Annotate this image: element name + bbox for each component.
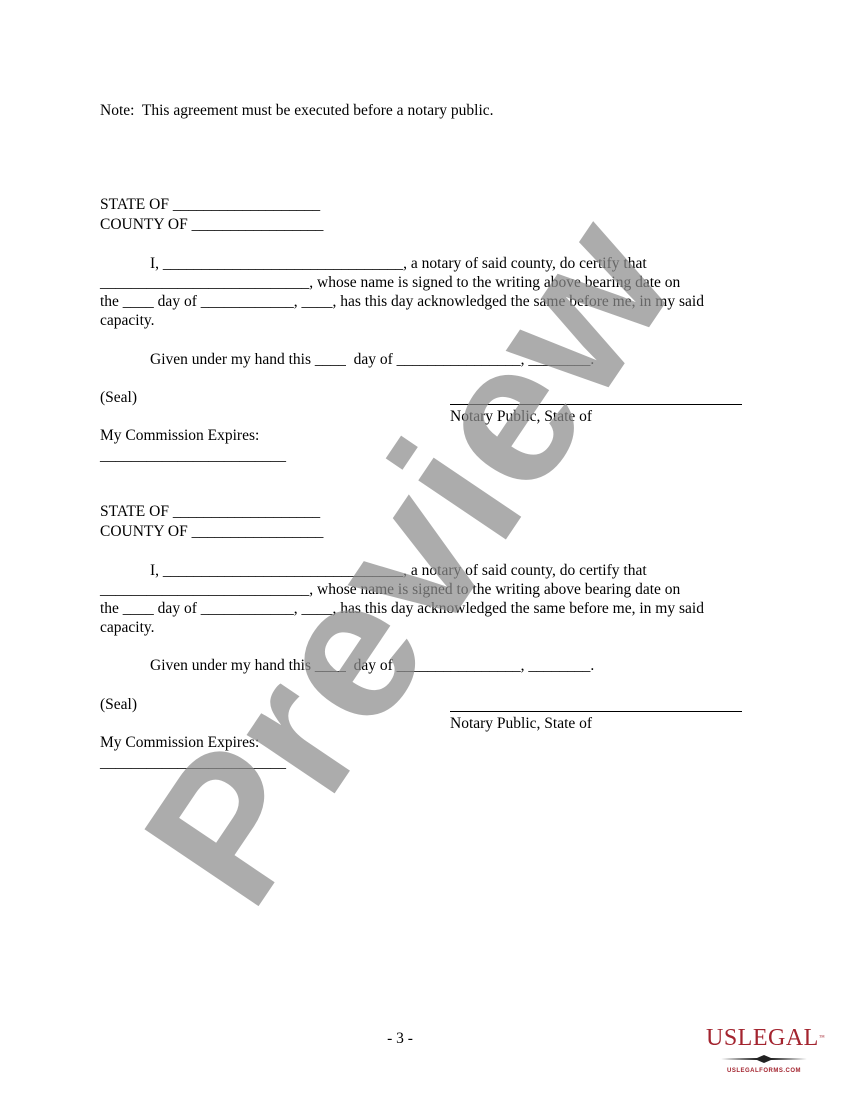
given-line: Given under my hand this ____ day of ___… xyxy=(150,657,595,674)
logo-tm: ™ xyxy=(818,1035,826,1041)
commission-label: My Commission Expires: xyxy=(100,427,260,444)
signature-line xyxy=(450,404,742,405)
commission-label: My Commission Expires: xyxy=(100,734,260,751)
certify-line-3: the ____ day of ____________, ____, has … xyxy=(100,293,704,310)
signature-line xyxy=(450,711,742,712)
state-field: STATE OF ___________________ xyxy=(100,503,321,520)
certify-line-4: capacity. xyxy=(100,619,155,636)
commission-blank: ________________________ xyxy=(100,447,286,464)
county-field: COUNTY OF _________________ xyxy=(100,216,324,233)
county-field: COUNTY OF _________________ xyxy=(100,523,324,540)
certify-line-4: capacity. xyxy=(100,312,155,329)
certify-line-1: I, _______________________________, a no… xyxy=(150,255,647,272)
commission-blank: ________________________ xyxy=(100,754,286,771)
logo-url: USLEGALFORMS.COM xyxy=(727,1068,801,1074)
seal-label: (Seal) xyxy=(100,389,138,406)
seal-label: (Seal) xyxy=(100,696,138,713)
certify-line-2: ___________________________, whose name … xyxy=(100,274,681,291)
certify-line-1: I, _______________________________, a no… xyxy=(150,562,647,579)
certify-line-3: the ____ day of ____________, ____, has … xyxy=(100,600,704,617)
page-number: - 3 - xyxy=(387,1030,413,1047)
notary-label: Notary Public, State of xyxy=(450,408,593,425)
uslegal-logo: USLEGAL™ USLEGALFORMS.COM xyxy=(706,1025,826,1074)
logo-brand: USLEGAL xyxy=(706,1025,819,1051)
eagle-icon xyxy=(721,1055,807,1063)
note: Note: This agreement must be executed be… xyxy=(100,102,494,119)
certify-line-2: ___________________________, whose name … xyxy=(100,581,681,598)
notary-label: Notary Public, State of xyxy=(450,715,593,732)
given-line: Given under my hand this ____ day of ___… xyxy=(150,351,595,368)
state-field: STATE OF ___________________ xyxy=(100,196,321,213)
